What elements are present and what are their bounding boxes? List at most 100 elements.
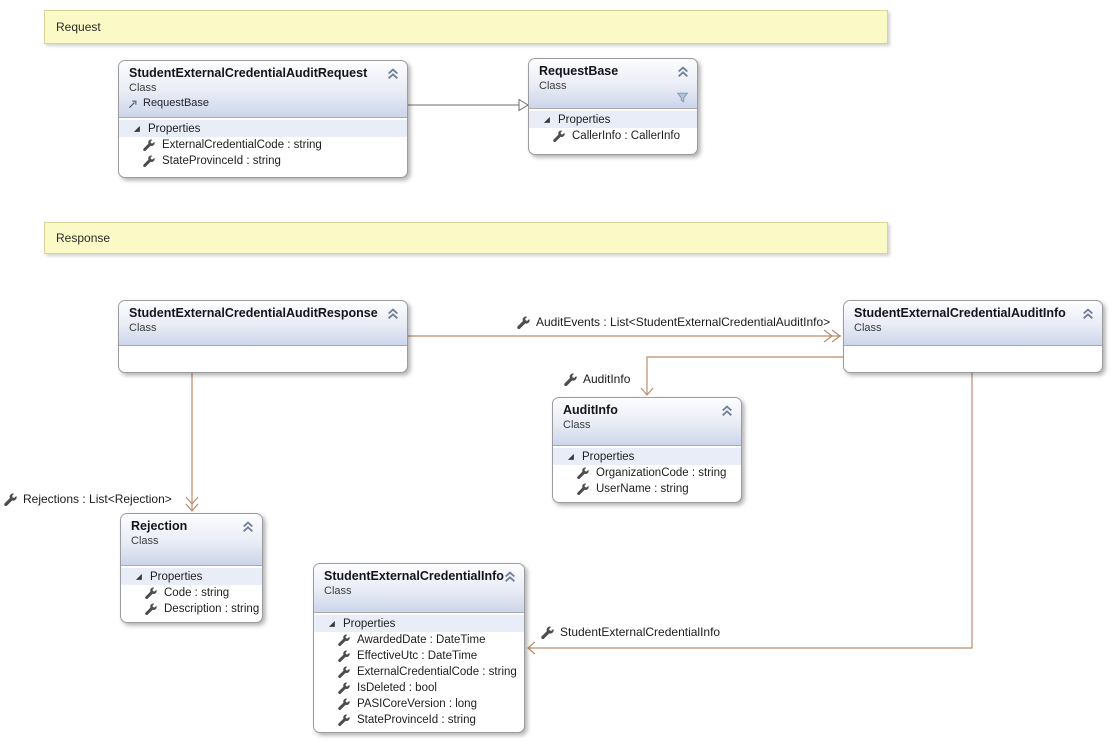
property-text: Code : string — [164, 587, 230, 599]
connector-label-text: StudentExternalCredentialInfo — [560, 625, 721, 639]
class-kind-label: Class — [539, 80, 567, 92]
properties-section-header[interactable]: Properties — [119, 120, 407, 137]
property-row[interactable]: CallerInfo : CallerInfo — [529, 128, 697, 144]
class-kind-label: Class — [129, 82, 157, 94]
class-title: StudentExternalCredentialAuditResponse — [129, 306, 378, 320]
property-text: PASICoreVersion : long — [357, 698, 477, 710]
property-row[interactable]: UserName : string — [553, 481, 741, 497]
collapse-chevron-icon[interactable] — [241, 520, 255, 533]
property-text: AwardedDate : DateTime — [357, 634, 486, 646]
class-box-audit-info-list[interactable]: StudentExternalCredentialAuditInfo Class — [843, 300, 1103, 373]
connector-label-audit-info[interactable]: AuditInfo — [564, 372, 630, 386]
collapse-chevron-icon[interactable] — [1081, 307, 1095, 320]
expander-icon[interactable] — [566, 452, 575, 461]
collapse-chevron-icon[interactable] — [386, 67, 400, 80]
wrench-icon — [338, 650, 350, 662]
property-row[interactable]: IsDeleted : bool — [314, 680, 524, 696]
property-row[interactable]: StateProvinceId : string — [119, 153, 407, 169]
class-title: StudentExternalCredentialAuditInfo — [854, 306, 1066, 320]
property-row[interactable]: OrganizationCode : string — [553, 465, 741, 481]
property-row[interactable]: AwardedDate : DateTime — [314, 632, 524, 648]
class-box-request-base[interactable]: RequestBase Class Properties — [528, 58, 698, 155]
wrench-icon — [4, 493, 17, 506]
properties-section-header[interactable]: Properties — [314, 615, 524, 632]
connector-label-text: AuditEvents : List<StudentExternalCreden… — [536, 315, 831, 329]
collapse-chevron-icon[interactable] — [503, 570, 517, 583]
wrench-icon — [517, 316, 530, 329]
property-row[interactable]: EffectiveUtc : DateTime — [314, 648, 524, 664]
class-box-header[interactable]: StudentExternalCredentialAuditRequest Cl… — [119, 61, 407, 118]
property-text: CallerInfo : CallerInfo — [572, 130, 681, 142]
class-box-rejection[interactable]: Rejection Class Properties Code : string — [120, 513, 263, 623]
wrench-icon — [145, 603, 157, 615]
expander-icon[interactable] — [134, 572, 143, 581]
connector-label-text: Rejections : List<Rejection> — [23, 492, 172, 506]
wrench-icon — [564, 373, 577, 386]
collapse-chevron-icon[interactable] — [676, 65, 690, 78]
connector-audit-info[interactable] — [640, 356, 843, 396]
wrench-icon — [143, 139, 155, 151]
properties-section-header[interactable]: Properties — [529, 111, 697, 128]
class-box-audit-request[interactable]: StudentExternalCredentialAuditRequest Cl… — [118, 60, 408, 178]
connector-audit-events[interactable] — [408, 329, 841, 343]
class-kind-label: Class — [324, 585, 352, 597]
base-type-name: RequestBase — [143, 97, 210, 109]
class-title: AuditInfo — [563, 403, 618, 417]
wrench-icon — [577, 483, 589, 495]
class-box-body: Properties CallerInfo : CallerInfo — [529, 111, 697, 144]
property-row[interactable]: ExternalCredentialCode : string — [314, 664, 524, 680]
class-box-header[interactable]: AuditInfo Class — [553, 398, 741, 446]
connector-label-rejections[interactable]: Rejections : List<Rejection> — [4, 492, 172, 506]
request-section-banner[interactable]: Request — [44, 10, 888, 44]
wrench-icon — [143, 155, 155, 167]
properties-section-header[interactable]: Properties — [553, 448, 741, 465]
filter-funnel-icon[interactable] — [676, 91, 689, 104]
collapse-chevron-icon[interactable] — [720, 404, 734, 417]
class-title: StudentExternalCredentialAuditRequest — [129, 66, 368, 80]
wrench-icon — [145, 587, 157, 599]
connector-credential-info[interactable] — [527, 373, 973, 655]
class-box-header[interactable]: Rejection Class — [121, 514, 262, 566]
connector-rejections[interactable] — [185, 373, 199, 512]
connector-label-audit-events[interactable]: AuditEvents : List<StudentExternalCreden… — [517, 315, 830, 329]
section-label: Properties — [343, 617, 396, 630]
property-text: ExternalCredentialCode : string — [162, 139, 322, 151]
class-box-header[interactable]: StudentExternalCredentialInfo Class — [314, 564, 524, 613]
connector-label-text: AuditInfo — [583, 372, 631, 386]
class-box-body: Properties OrganizationCode : string Use… — [553, 448, 741, 497]
class-box-credential-info[interactable]: StudentExternalCredentialInfo Class Prop… — [313, 563, 525, 733]
expander-icon[interactable] — [542, 115, 551, 124]
request-banner-label: Request — [56, 20, 101, 34]
expander-icon[interactable] — [132, 124, 141, 133]
property-row[interactable]: ExternalCredentialCode : string — [119, 137, 407, 153]
connector-label-credential-info[interactable]: StudentExternalCredentialInfo — [541, 625, 720, 639]
class-box-audit-response[interactable]: StudentExternalCredentialAuditResponse C… — [118, 300, 408, 373]
class-box-header[interactable]: RequestBase Class — [529, 59, 697, 109]
wrench-icon — [541, 626, 554, 639]
collapse-chevron-icon[interactable] — [386, 307, 400, 320]
class-box-audit-info[interactable]: AuditInfo Class Properties OrganizationC… — [552, 397, 742, 503]
property-row[interactable]: Description : string — [121, 601, 262, 617]
class-title: RequestBase — [539, 64, 619, 78]
wrench-icon — [338, 682, 350, 694]
expander-icon[interactable] — [327, 619, 336, 628]
property-row[interactable]: PASICoreVersion : long — [314, 696, 524, 712]
property-text: IsDeleted : bool — [357, 682, 437, 694]
class-box-body: Properties Code : string Description : s… — [121, 568, 262, 617]
property-row[interactable]: Code : string — [121, 585, 262, 601]
section-label: Properties — [150, 570, 203, 583]
class-kind-label: Class — [563, 419, 591, 431]
class-box-header[interactable]: StudentExternalCredentialAuditInfo Class — [844, 301, 1102, 346]
response-section-banner[interactable]: Response — [44, 222, 888, 254]
connector-inheritance-requestbase[interactable] — [408, 98, 529, 112]
property-row[interactable]: StateProvinceId : string — [314, 712, 524, 728]
section-label: Properties — [148, 122, 201, 135]
section-label: Properties — [582, 450, 635, 463]
property-text: ExternalCredentialCode : string — [357, 666, 517, 678]
properties-section-header[interactable]: Properties — [121, 568, 262, 585]
class-box-header[interactable]: StudentExternalCredentialAuditResponse C… — [119, 301, 407, 346]
wrench-icon — [338, 714, 350, 726]
property-text: Description : string — [164, 603, 260, 615]
